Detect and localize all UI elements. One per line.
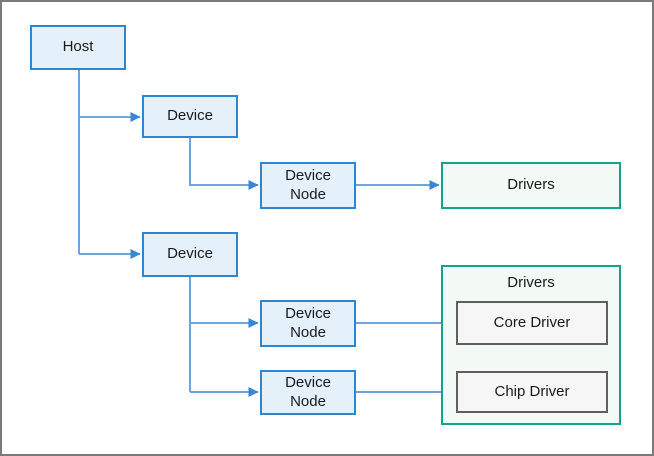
node-device-1-label: Device bbox=[167, 107, 213, 125]
node-core-driver: Core Driver bbox=[456, 301, 608, 345]
node-chip-driver: Chip Driver bbox=[456, 371, 608, 413]
node-device-node-1-label: Device Node bbox=[285, 166, 331, 203]
node-device-2-label: Device bbox=[167, 245, 213, 263]
node-chip-driver-label: Chip Driver bbox=[494, 382, 570, 400]
node-host: Host bbox=[30, 25, 126, 70]
node-device-2: Device bbox=[142, 232, 238, 277]
connector-device1-to-devicenode1 bbox=[189, 138, 259, 190]
node-host-label: Host bbox=[62, 38, 94, 56]
node-device-node-3-label: Device Node bbox=[285, 373, 331, 410]
node-device-1: Device bbox=[142, 95, 238, 138]
node-core-driver-label: Core Driver bbox=[493, 313, 571, 331]
node-device-node-2: Device Node bbox=[260, 300, 356, 347]
node-drivers: Drivers bbox=[441, 162, 621, 209]
node-device-node-3: Device Node bbox=[260, 370, 356, 415]
group-drivers-title: Drivers bbox=[507, 274, 555, 291]
node-device-node-2-label: Device Node bbox=[285, 304, 331, 341]
node-device-node-1: Device Node bbox=[260, 162, 356, 209]
node-drivers-label: Drivers bbox=[507, 176, 555, 194]
